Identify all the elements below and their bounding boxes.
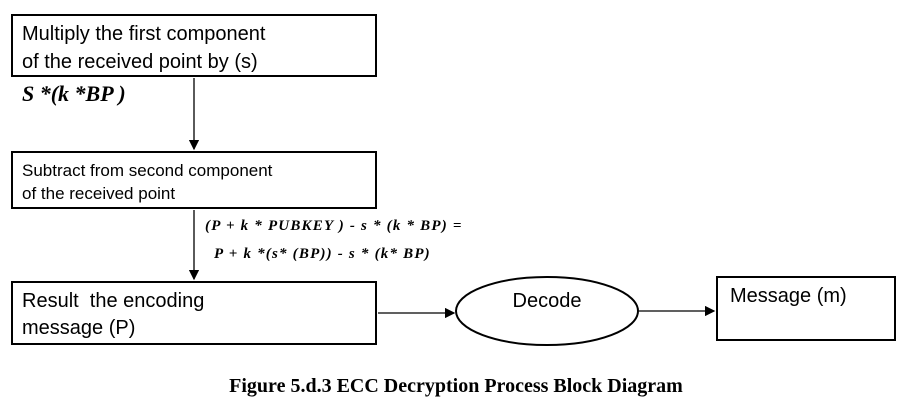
formula-s-times-k-bp: S *(k *BP ) xyxy=(22,81,126,106)
decode-ellipse xyxy=(455,276,639,346)
multiply-box-label: Multiply the first component of the rece… xyxy=(22,23,266,73)
decode-label: Decode xyxy=(512,290,582,312)
result-box-label: Result the encoding message (P) xyxy=(22,290,205,339)
result-box: Result the encoding message (P) xyxy=(11,281,377,345)
multiply-box: Multiply the first component of the rece… xyxy=(11,14,377,77)
subtract-box: Subtract from second component of the re… xyxy=(11,151,377,209)
formula-equation-line-2: P + k *(s* (BP)) - s * (k* BP) xyxy=(214,246,431,262)
message-box: Message (m) xyxy=(716,276,896,341)
formula-equation-line-1: (P + k * PUBKEY ) - s * (k * BP) = xyxy=(205,218,463,234)
message-box-label: Message (m) xyxy=(730,285,847,307)
subtract-box-label: Subtract from second component of the re… xyxy=(22,161,273,203)
figure-caption: Figure 5.d.3 ECC Decryption Process Bloc… xyxy=(229,375,683,397)
